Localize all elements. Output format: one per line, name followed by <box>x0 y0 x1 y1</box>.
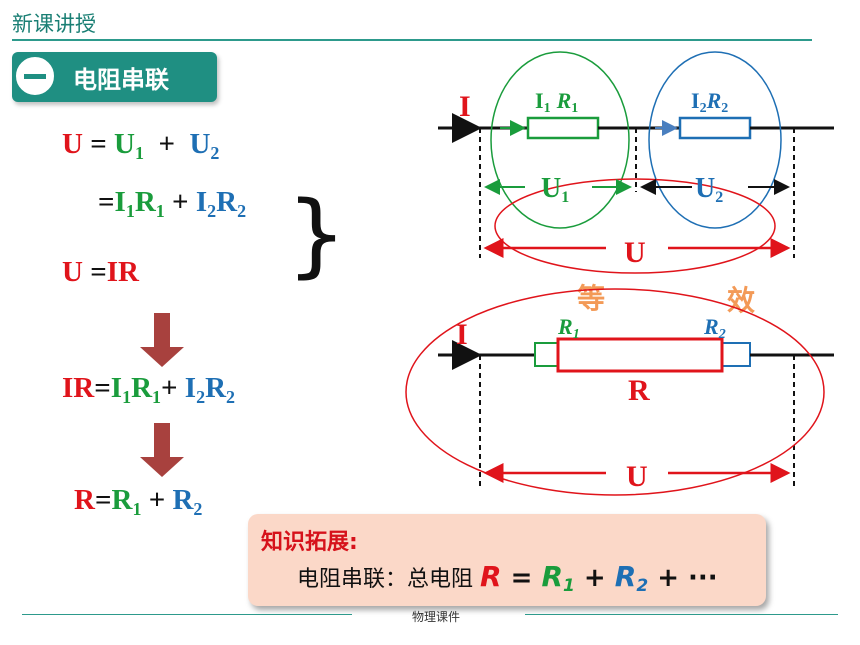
right-brace: } <box>286 180 348 288</box>
header-title: 新课讲授 <box>12 12 96 36</box>
equation-line-3: U =IR <box>62 256 139 288</box>
r2-label: R2 <box>703 314 726 342</box>
footer-line-right <box>525 614 838 615</box>
u2-label: U2 <box>695 173 723 206</box>
equivalent-label-right: 效 <box>727 285 755 317</box>
down-arrow-icon <box>154 423 170 457</box>
equation-line-5: R=R1 + R2 <box>74 484 203 519</box>
footer-text: 物理课件 <box>412 610 461 624</box>
section-number <box>24 74 46 79</box>
r2-ellipse <box>648 51 782 229</box>
equation-line-2: =I1R1 + I2R2 <box>98 186 247 221</box>
resistor-r-equivalent <box>556 337 724 373</box>
knowledge-box <box>248 514 766 606</box>
current-label: I <box>459 90 471 123</box>
bottom-circuit: I 等 效 R1 R2 R U <box>405 282 834 496</box>
equation-line-4: IR=I1R1+ I2R2 <box>62 372 236 407</box>
r1-label: R1 <box>557 314 580 342</box>
current-label: I <box>456 318 468 351</box>
u-total-label: U <box>624 236 646 269</box>
down-arrow-head <box>140 347 184 367</box>
section-title: 电阻串联 <box>73 66 169 94</box>
equation-line-1: U = U1 + U2 <box>62 128 220 163</box>
total-ellipse <box>494 178 776 274</box>
footer-line-left <box>22 614 352 615</box>
total-ellipse <box>405 288 825 496</box>
r1-ellipse <box>490 51 630 229</box>
u1-label: U1 <box>541 173 569 206</box>
equivalent-label-left: 等 <box>577 282 605 315</box>
resistor-r1 <box>526 116 600 140</box>
u-total-label: U <box>626 460 648 493</box>
knowledge-formula: 电阻串联：总电阻 R = R1 + R2 + ··· <box>297 560 718 596</box>
down-arrow-head <box>140 457 184 477</box>
knowledge-title: 知识拓展: <box>261 530 358 555</box>
r2-label: I2R2 <box>691 88 728 116</box>
header-divider <box>12 39 812 41</box>
r-equivalent-label: R <box>628 374 650 407</box>
resistor-r2 <box>678 116 752 140</box>
down-arrow-icon <box>154 313 170 347</box>
